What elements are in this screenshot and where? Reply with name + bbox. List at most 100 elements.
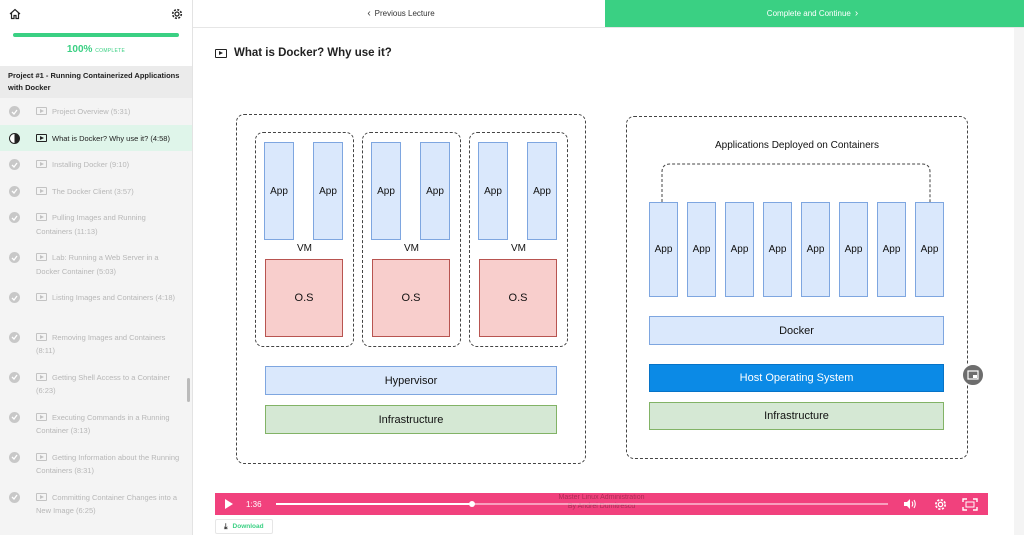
lecture-item-text: Installing Docker (9:10): [36, 158, 129, 172]
settings-button[interactable]: [932, 497, 948, 511]
container-app-box: App: [725, 202, 754, 297]
volume-icon: [904, 499, 916, 509]
settings-gear-icon: [934, 498, 946, 510]
lecture-item-text: Executing Commands in a Running Containe…: [36, 411, 184, 438]
container-app-box: App: [915, 202, 944, 297]
infrastructure-box-right: Infrastructure: [649, 402, 944, 430]
page-scrollbar[interactable]: [1014, 28, 1024, 535]
vm-label: VM: [404, 243, 419, 254]
section-title: Project #1 - Running Containerized Appli…: [0, 66, 192, 98]
lecture-item[interactable]: What is Docker? Why use it? (4:58): [0, 124, 192, 151]
lecture-item[interactable]: Getting Shell Access to a Container (6:2…: [0, 364, 192, 404]
infrastructure-box-left: Infrastructure: [265, 405, 557, 434]
vm-app-box: App: [264, 142, 294, 240]
lecture-item-label: Getting Information about the Running Co…: [36, 452, 180, 476]
progress-value: 100%: [66, 44, 93, 55]
container-app-box: App: [649, 202, 678, 297]
in-progress-icon: [9, 132, 20, 144]
home-icon[interactable]: [8, 7, 22, 21]
lecture-item-text: Project Overview (5:31): [36, 105, 130, 119]
download-icon: ⤓: [224, 521, 228, 531]
previous-lecture-button[interactable]: ‹ Previous Lecture: [193, 0, 605, 27]
watermark-line-1: Master Linux Administration: [558, 494, 645, 501]
vm-app-box: App: [478, 142, 508, 240]
video-icon: [36, 492, 47, 501]
lecture-item-text: Listing Images and Containers (4:18): [36, 291, 175, 305]
lecture-item-label: Lab: Running a Web Server in a Docker Co…: [36, 253, 159, 276]
video-icon: [215, 48, 227, 58]
volume-button[interactable]: [902, 497, 918, 511]
chevron-left-icon: ‹: [367, 8, 371, 19]
lecture-item[interactable]: Getting Information about the Running Co…: [0, 444, 192, 484]
fullscreen-button[interactable]: [962, 497, 978, 511]
video-icon: [36, 293, 47, 301]
lecture-item[interactable]: The Docker Client (3:57): [0, 178, 192, 205]
lecture-item[interactable]: Listing Images and Containers (4:18): [0, 284, 192, 324]
lecture-title: What is Docker? Why use it?: [215, 47, 392, 59]
download-label: Download: [232, 523, 264, 530]
progress-word: COMPLETE: [95, 48, 126, 54]
video-icon: [36, 332, 47, 341]
vm-group: [255, 132, 354, 347]
lecture-item-label: Installing Docker (9:10): [52, 160, 130, 169]
docker-box: Docker: [649, 316, 944, 345]
lecture-item-label: Committing Container Changes into a New …: [36, 492, 178, 516]
hypervisor-box: Hypervisor: [265, 366, 557, 395]
vm-label: VM: [297, 243, 312, 254]
lecture-item[interactable]: Installing Docker (9:10): [0, 151, 192, 178]
check-circle-icon: [9, 331, 20, 343]
fullscreen-icon: [962, 497, 978, 511]
check-circle-icon: [9, 451, 20, 463]
guest-os-box: O.S: [265, 259, 343, 337]
container-architecture-frame: [626, 116, 968, 459]
check-circle-icon: [9, 491, 20, 503]
lecture-item-label: Executing Commands in a Running Containe…: [36, 412, 170, 436]
check-circle-icon: [9, 371, 20, 383]
progress-bar: [13, 33, 179, 37]
complete-and-continue-label: Complete and Continue: [766, 9, 851, 18]
video-icon: [36, 412, 47, 421]
check-circle-icon: [9, 252, 20, 263]
vm-architecture-frame: [236, 114, 586, 464]
vm-app-box: App: [371, 142, 401, 240]
lecture-item-label: The Docker Client (3:57): [52, 186, 134, 196]
vm-app-box: App: [420, 142, 450, 240]
download-button[interactable]: ⤓ Download: [215, 519, 273, 534]
check-circle-icon: [9, 106, 20, 117]
container-app-box: App: [801, 202, 830, 297]
lecture-item[interactable]: Removing Images and Containers (8:11): [0, 324, 192, 364]
video-player-bar: Master Linux Administration By Andrei Du…: [215, 493, 988, 515]
complete-and-continue-button[interactable]: Complete and Continue ›: [605, 0, 1024, 27]
video-icon: [36, 213, 47, 221]
gear-icon[interactable]: [170, 7, 184, 21]
video-icon: [36, 452, 47, 461]
check-circle-icon: [9, 411, 20, 423]
video-icon: [36, 133, 47, 142]
guest-os-box: O.S: [372, 259, 450, 337]
video-icon: [36, 107, 47, 115]
lecture-item[interactable]: Pulling Images and Running Containers (1…: [0, 204, 192, 244]
play-button[interactable]: [225, 499, 233, 509]
vm-app-box: App: [313, 142, 343, 240]
seek-handle[interactable]: [468, 501, 475, 507]
seek-bar[interactable]: [275, 501, 889, 507]
picture-in-picture-button[interactable]: [962, 364, 984, 386]
check-circle-icon: [9, 292, 20, 303]
lecture-item[interactable]: Committing Container Changes into a New …: [0, 484, 192, 524]
video-icon: [36, 186, 47, 195]
sidebar-scrollbar[interactable]: [187, 378, 190, 402]
lecture-item[interactable]: Lab: Running a Web Server in a Docker Co…: [0, 244, 192, 284]
seek-bar-fill: [275, 503, 472, 505]
lecture-list: Project Overview (5:31) What is Docker? W…: [0, 98, 192, 524]
lecture-item[interactable]: Project Overview (5:31): [0, 98, 192, 125]
video-icon: [36, 372, 47, 381]
lecture-item-text: What is Docker? Why use it? (4:58): [36, 132, 170, 146]
progress-bar-fill: [13, 33, 179, 37]
container-app-box: App: [763, 202, 792, 297]
lecture-item-text: Lab: Running a Web Server in a Docker Co…: [36, 251, 184, 278]
lecture-item[interactable]: Executing Commands in a Running Containe…: [0, 404, 192, 444]
vm-group: [469, 132, 568, 347]
lecture-item-label: Getting Shell Access to a Container (6:2…: [36, 372, 170, 396]
lecture-item-text: The Docker Client (3:57): [36, 185, 134, 199]
lecture-item-text: Getting Shell Access to a Container (6:2…: [36, 371, 184, 398]
